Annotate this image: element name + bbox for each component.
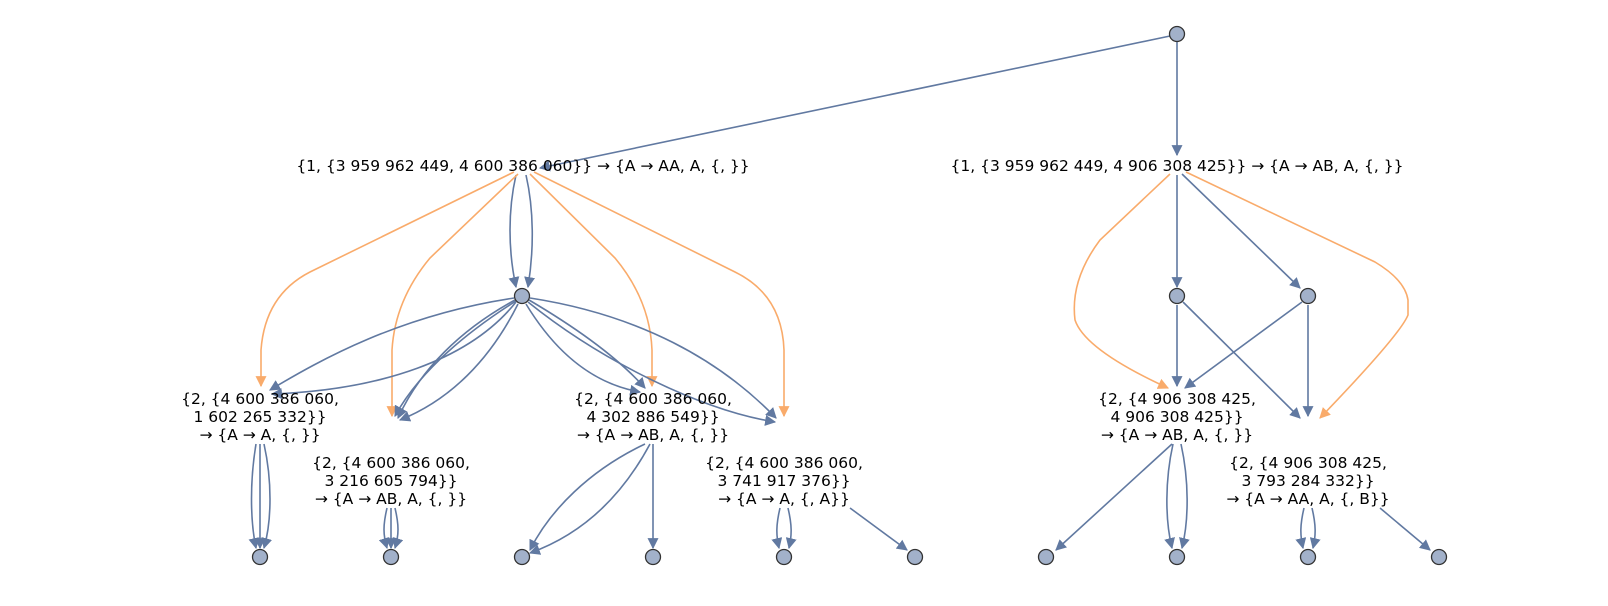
graph-node[interactable] xyxy=(1299,548,1317,566)
graph-node[interactable] xyxy=(1168,287,1186,305)
graph-node[interactable] xyxy=(251,548,269,566)
edge xyxy=(386,173,519,418)
graph-node[interactable] xyxy=(1037,548,1055,566)
edge xyxy=(261,443,273,550)
edge xyxy=(397,299,516,419)
graph-node-root[interactable] xyxy=(1168,25,1186,43)
edge xyxy=(398,303,519,422)
edge xyxy=(527,301,777,426)
graph-node[interactable] xyxy=(775,548,793,566)
graph-node[interactable] xyxy=(906,548,924,566)
edge xyxy=(1295,507,1307,550)
edge xyxy=(1309,507,1321,550)
edge xyxy=(771,507,783,550)
edge xyxy=(1182,301,1301,419)
edge xyxy=(1185,171,1409,419)
edge xyxy=(392,507,404,550)
edge xyxy=(1379,507,1431,551)
nodes xyxy=(251,25,1448,566)
edge xyxy=(529,297,777,419)
edge xyxy=(270,301,517,400)
edge xyxy=(538,35,1171,172)
node-label[interactable]: {2, {4 600 386 060,1 602 265 332}}→ {A →… xyxy=(181,390,339,444)
graph-node[interactable] xyxy=(513,287,531,305)
edge xyxy=(528,299,646,389)
node-labels: {1, {3 959 962 449, 4 600 386 060}} → {A… xyxy=(181,157,1403,508)
edge xyxy=(1164,443,1175,550)
edge xyxy=(529,443,646,551)
edge xyxy=(1181,173,1301,289)
edge xyxy=(1073,173,1171,389)
edge xyxy=(269,297,515,391)
graph-node[interactable] xyxy=(1168,548,1186,566)
graph-node[interactable] xyxy=(513,548,531,566)
edge xyxy=(508,174,520,289)
node-label[interactable]: {2, {4 906 308 425,3 793 284 332}}→ {A →… xyxy=(1226,454,1389,508)
edges xyxy=(248,35,1431,555)
edge xyxy=(1184,301,1303,389)
edge xyxy=(524,174,536,289)
node-label[interactable]: {1, {3 959 962 449, 4 600 386 060}} → {A… xyxy=(296,157,749,175)
edge xyxy=(1055,443,1173,551)
node-label[interactable]: {1, {3 959 962 449, 4 906 308 425}} → {A… xyxy=(951,157,1404,175)
edge xyxy=(849,507,908,551)
node-label[interactable]: {2, {4 600 386 060,3 216 605 794}}→ {A →… xyxy=(312,454,470,508)
edge xyxy=(785,507,797,550)
edge xyxy=(1179,443,1190,550)
edge xyxy=(394,300,517,417)
edge xyxy=(255,171,515,388)
graph-node[interactable] xyxy=(1299,287,1317,305)
node-label[interactable]: {2, {4 906 308 425,4 906 308 425}}→ {A →… xyxy=(1098,390,1256,444)
edge xyxy=(529,173,658,388)
graph-node[interactable] xyxy=(382,548,400,566)
graph-node[interactable] xyxy=(1430,548,1448,566)
edge xyxy=(248,443,260,550)
node-label[interactable]: {2, {4 600 386 060,4 302 886 549}}→ {A →… xyxy=(574,390,732,444)
edge xyxy=(533,171,790,418)
edge xyxy=(525,303,642,396)
edge xyxy=(378,507,390,550)
edge xyxy=(528,443,651,555)
node-label[interactable]: {2, {4 600 386 060,3 741 917 376}}→ {A →… xyxy=(705,454,863,508)
graph-node[interactable] xyxy=(644,548,662,566)
